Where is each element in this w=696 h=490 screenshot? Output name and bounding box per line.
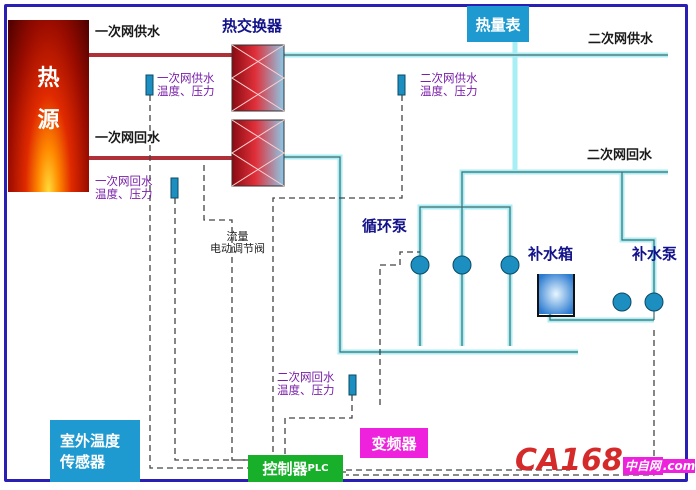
pump-icons <box>410 255 664 312</box>
primary-pipes <box>89 53 232 160</box>
makeup-tank <box>537 274 575 317</box>
heat-source-label: 源 <box>37 108 60 133</box>
sensor-secondary-return: 二次网回水温度、压力 <box>277 370 335 397</box>
circulation-pump-label: 循环泵 <box>362 217 408 235</box>
diagram-frame <box>4 4 688 482</box>
heat-exchanger <box>231 44 285 187</box>
sensor-secondary-supply: 二次网供水温度、压力 <box>420 71 478 98</box>
primary-return-label: 一次网回水 <box>95 131 161 146</box>
heat-exchanger-label: 热交换器 <box>222 17 283 35</box>
heat-source: 热 源 <box>8 20 89 192</box>
heat-source-label: 热 <box>37 66 60 91</box>
vfd-box: 变频器 <box>360 428 428 458</box>
outdoor-temperature-sensor: 室外温度传感器 <box>50 420 140 482</box>
flow-valve-label: 流量电动调节阀 <box>210 230 265 256</box>
secondary-return-label: 二次网回水 <box>587 148 653 163</box>
secondary-supply-label: 二次网供水 <box>588 32 654 47</box>
sensor-primary-supply: 一次网供水温度、压力 <box>157 71 215 98</box>
control-signal-lines <box>149 95 655 476</box>
heat-meter: 热量表 <box>467 6 529 42</box>
makeup-pump-label: 补水泵 <box>632 245 678 263</box>
makeup-tank-label: 补水箱 <box>528 245 574 263</box>
primary-supply-label: 一次网供水 <box>95 25 161 40</box>
sensor-primary-return: 一次网回水温度、压力 <box>95 174 153 201</box>
